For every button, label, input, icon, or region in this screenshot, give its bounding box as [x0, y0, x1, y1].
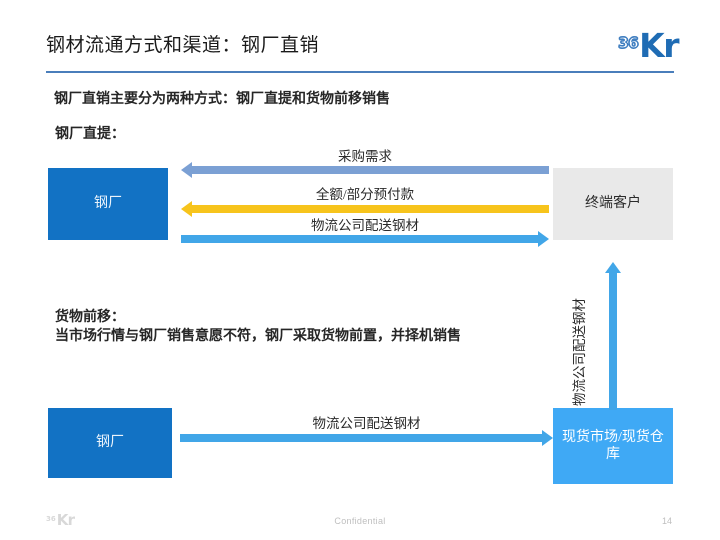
- section-one-label: 钢厂直提：: [55, 127, 125, 142]
- arrowhead-right-icon: [542, 430, 553, 446]
- brand-logo-mark: 36: [618, 34, 640, 52]
- footer-confidential-label: Confidential: [334, 516, 386, 526]
- vertical-label-text: 物流公司配送钢材: [572, 298, 587, 406]
- flow-arrow-prepayment: [181, 201, 549, 217]
- node-steel-mill-top: 钢厂: [48, 168, 168, 240]
- flow-arrow-logistics-delivery-vertical: [605, 262, 621, 410]
- title-divider: [46, 71, 674, 73]
- node-end-customer: 终端客户: [553, 168, 673, 240]
- page-title: 钢材流通方式和渠道：钢厂直销: [46, 35, 320, 56]
- node-steel-mill-bottom: 钢厂: [48, 408, 172, 478]
- section-two-label: 货物前移：: [55, 310, 125, 325]
- flow-label-logistics-delivery-bottom: 物流公司配送钢材: [312, 416, 421, 431]
- arrowhead-right-icon: [538, 231, 549, 247]
- flow-arrow-logistics-delivery-bottom: [180, 430, 553, 446]
- flow-label-logistics-delivery-top: 物流公司配送钢材: [311, 218, 419, 233]
- arrow-shaft: [180, 434, 543, 442]
- flow-label-logistics-delivery-vertical: 物流公司配送钢材: [568, 266, 588, 406]
- flow-arrow-logistics-delivery-top: [181, 231, 549, 247]
- footer-logo-36kr: 36 Kr: [46, 511, 75, 529]
- node-spot-market-warehouse: 现货市场/现货仓库: [553, 408, 673, 484]
- brand-logo-word: Kr: [639, 26, 679, 65]
- arrow-shaft: [181, 235, 539, 243]
- arrowhead-up-icon: [605, 262, 621, 273]
- footer-logo-mark: 36: [46, 515, 56, 523]
- flow-arrow-purchase-demand: [181, 162, 549, 178]
- arrow-shaft: [191, 166, 549, 174]
- intro-line: 钢厂直销主要分为两种方式：钢厂直提和货物前移销售: [54, 92, 390, 107]
- arrowhead-left-icon: [181, 201, 192, 217]
- arrow-shaft: [191, 205, 549, 213]
- footer-page-number: 14: [661, 516, 672, 526]
- footer-logo-word: Kr: [56, 511, 75, 529]
- arrow-shaft: [609, 272, 617, 410]
- flow-label-prepayment: 全额/部分预付款: [315, 187, 415, 202]
- brand-logo-36kr: 36 Kr: [618, 22, 680, 65]
- flow-label-purchase-demand: 采购需求: [338, 149, 392, 164]
- section-two-description: 当市场行情与钢厂销售意愿不符，钢厂采取货物前置，并择机销售: [55, 329, 461, 344]
- arrowhead-left-icon: [181, 162, 192, 178]
